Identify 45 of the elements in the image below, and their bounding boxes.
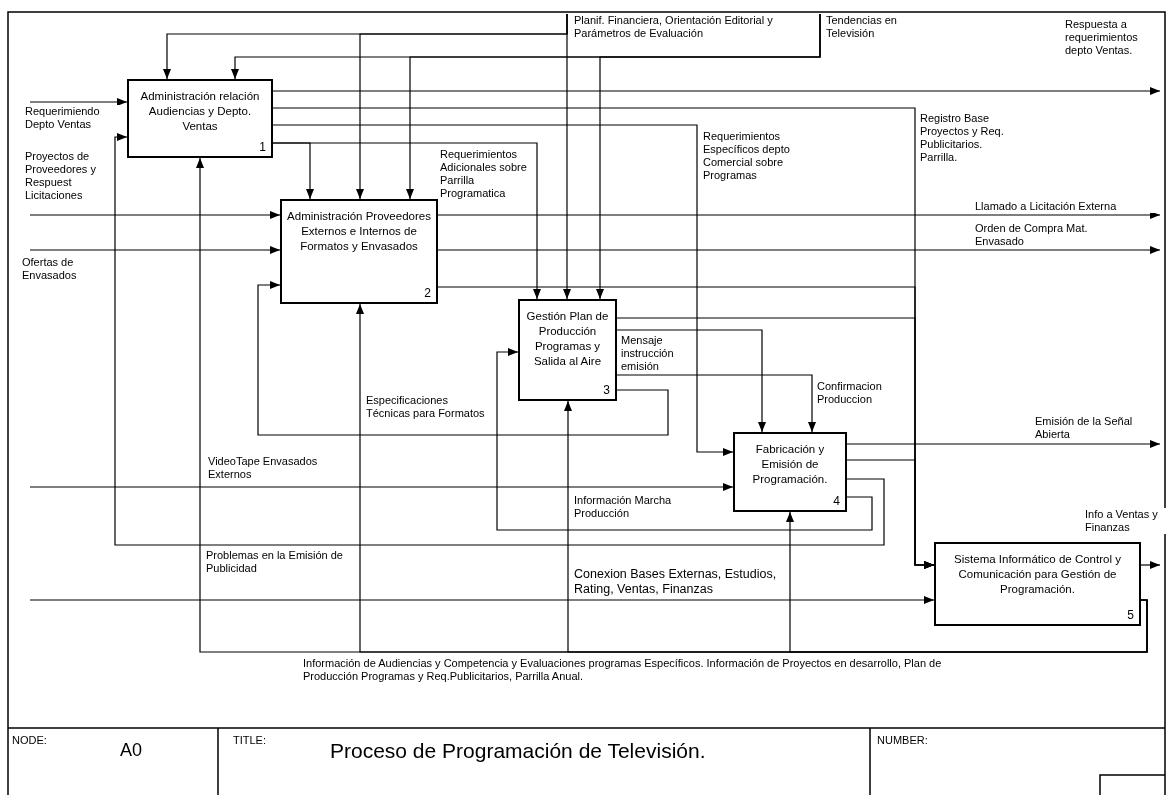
arrow: [257, 281, 669, 436]
arrow: [563, 13, 571, 300]
activity-label: Administración relación Audiencias y Depto. Ventas: [139, 89, 261, 134]
arrow: [29, 596, 935, 604]
activity-number: 1: [259, 140, 266, 154]
activity-number: 3: [603, 383, 610, 397]
arrow: [29, 483, 734, 491]
activity-number: 2: [424, 286, 431, 300]
activity-label: Administración Proveedores Externos e Internos de Formatos y Envasados: [286, 209, 432, 254]
activity-label: Sistema Informático de Control y Comunicación para Gestión de Programación.: [953, 552, 1122, 597]
arrow: [272, 142, 541, 300]
arrow: [29, 246, 281, 254]
node-code: A0: [120, 740, 143, 761]
edge-label: Información de Audiencias y Competencia y Evaluaciones programas Específicos. Información de Proyectos en desarrollo, Plan de Producción Programas y Req.Publicitarios, Parrilla Anual.: [303, 657, 943, 683]
arrow: [272, 87, 1161, 95]
activity-number: 5: [1127, 608, 1134, 622]
arrow: [114, 133, 885, 546]
arrow: [596, 13, 821, 300]
activity-label: Fabricación y Emisión de Programación.: [751, 442, 829, 487]
activity-box: [518, 299, 617, 401]
arrow: [786, 511, 1148, 653]
edge-label: Requerimientos Específicos depto Comercial sobre Programas: [703, 130, 793, 182]
activity-box: [280, 199, 438, 304]
arrow: [437, 246, 1161, 254]
edge-label: Llamado a Licitación Externa: [975, 200, 1155, 213]
arrow: [29, 98, 128, 106]
arrow: [846, 459, 935, 569]
arrow: [616, 329, 766, 433]
activity-box: [127, 79, 273, 158]
arrow: [846, 440, 1161, 448]
activity-label: Gestión Plan de Producción Programas y Salida al Aire: [525, 309, 610, 369]
arrow: [1140, 561, 1161, 569]
activity-box: [733, 432, 847, 512]
field-label: NUMBER:: [877, 733, 928, 747]
diagram-title: Proceso de Programación de Televisión.: [330, 738, 706, 763]
edge-label: Requerimiendo Depto Ventas: [25, 105, 120, 131]
arrow: [272, 124, 734, 456]
activity-number: 4: [833, 494, 840, 508]
arrow: [496, 348, 873, 531]
activity-box: [934, 542, 1141, 626]
field-label: TITLE:: [233, 733, 266, 747]
field-label: NODE:: [12, 733, 47, 747]
arrow: [616, 374, 816, 433]
arrow: [29, 211, 281, 219]
arrow: [437, 211, 1161, 219]
